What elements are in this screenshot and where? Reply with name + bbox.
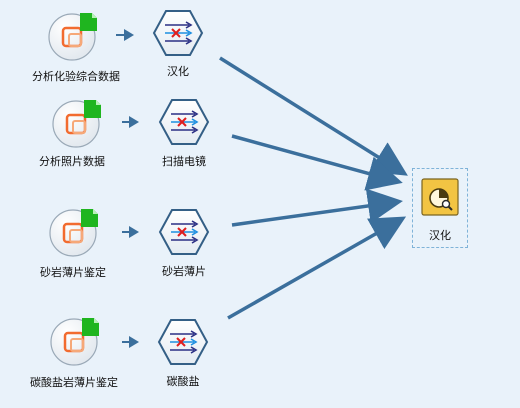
table-search-icon [429, 188, 453, 211]
file-badge-icon [80, 13, 97, 31]
operation-node-2[interactable] [158, 99, 210, 145]
operation-to-output-arrows [219, 56, 408, 320]
operation-node-4[interactable] [157, 319, 209, 365]
source-node-3[interactable] [49, 209, 98, 257]
operation-label-1: 汉化 [167, 65, 189, 78]
source-to-operation-arrows [116, 29, 139, 348]
source-node-2[interactable] [52, 100, 101, 148]
output-node[interactable] [421, 178, 459, 216]
operation-label-4: 碳酸盐 [166, 375, 200, 388]
source-node-1[interactable] [48, 13, 97, 61]
transform-arrows-icon [171, 220, 199, 244]
operation-node-3[interactable] [158, 209, 210, 255]
file-badge-icon [81, 209, 98, 227]
file-badge-icon [84, 100, 101, 118]
source-label-3: 砂岩薄片鉴定 [40, 266, 106, 279]
transform-arrows-icon [165, 21, 193, 45]
source-node-4[interactable] [50, 318, 99, 366]
source-label-2: 分析照片数据 [39, 155, 105, 168]
transform-arrows-icon [170, 330, 198, 354]
source-label-4: 碳酸盐岩薄片鉴定 [30, 376, 118, 389]
output-label: 汉化 [429, 229, 451, 242]
output-selection-box [412, 168, 468, 248]
source-label-1: 分析化验综合数据 [32, 70, 120, 83]
transform-arrows-icon [171, 110, 199, 134]
operation-label-3: 砂岩薄片 [162, 265, 206, 278]
operation-node-1[interactable] [152, 10, 204, 56]
operation-label-2: 扫描电镜 [162, 155, 206, 168]
file-badge-icon [82, 318, 99, 336]
